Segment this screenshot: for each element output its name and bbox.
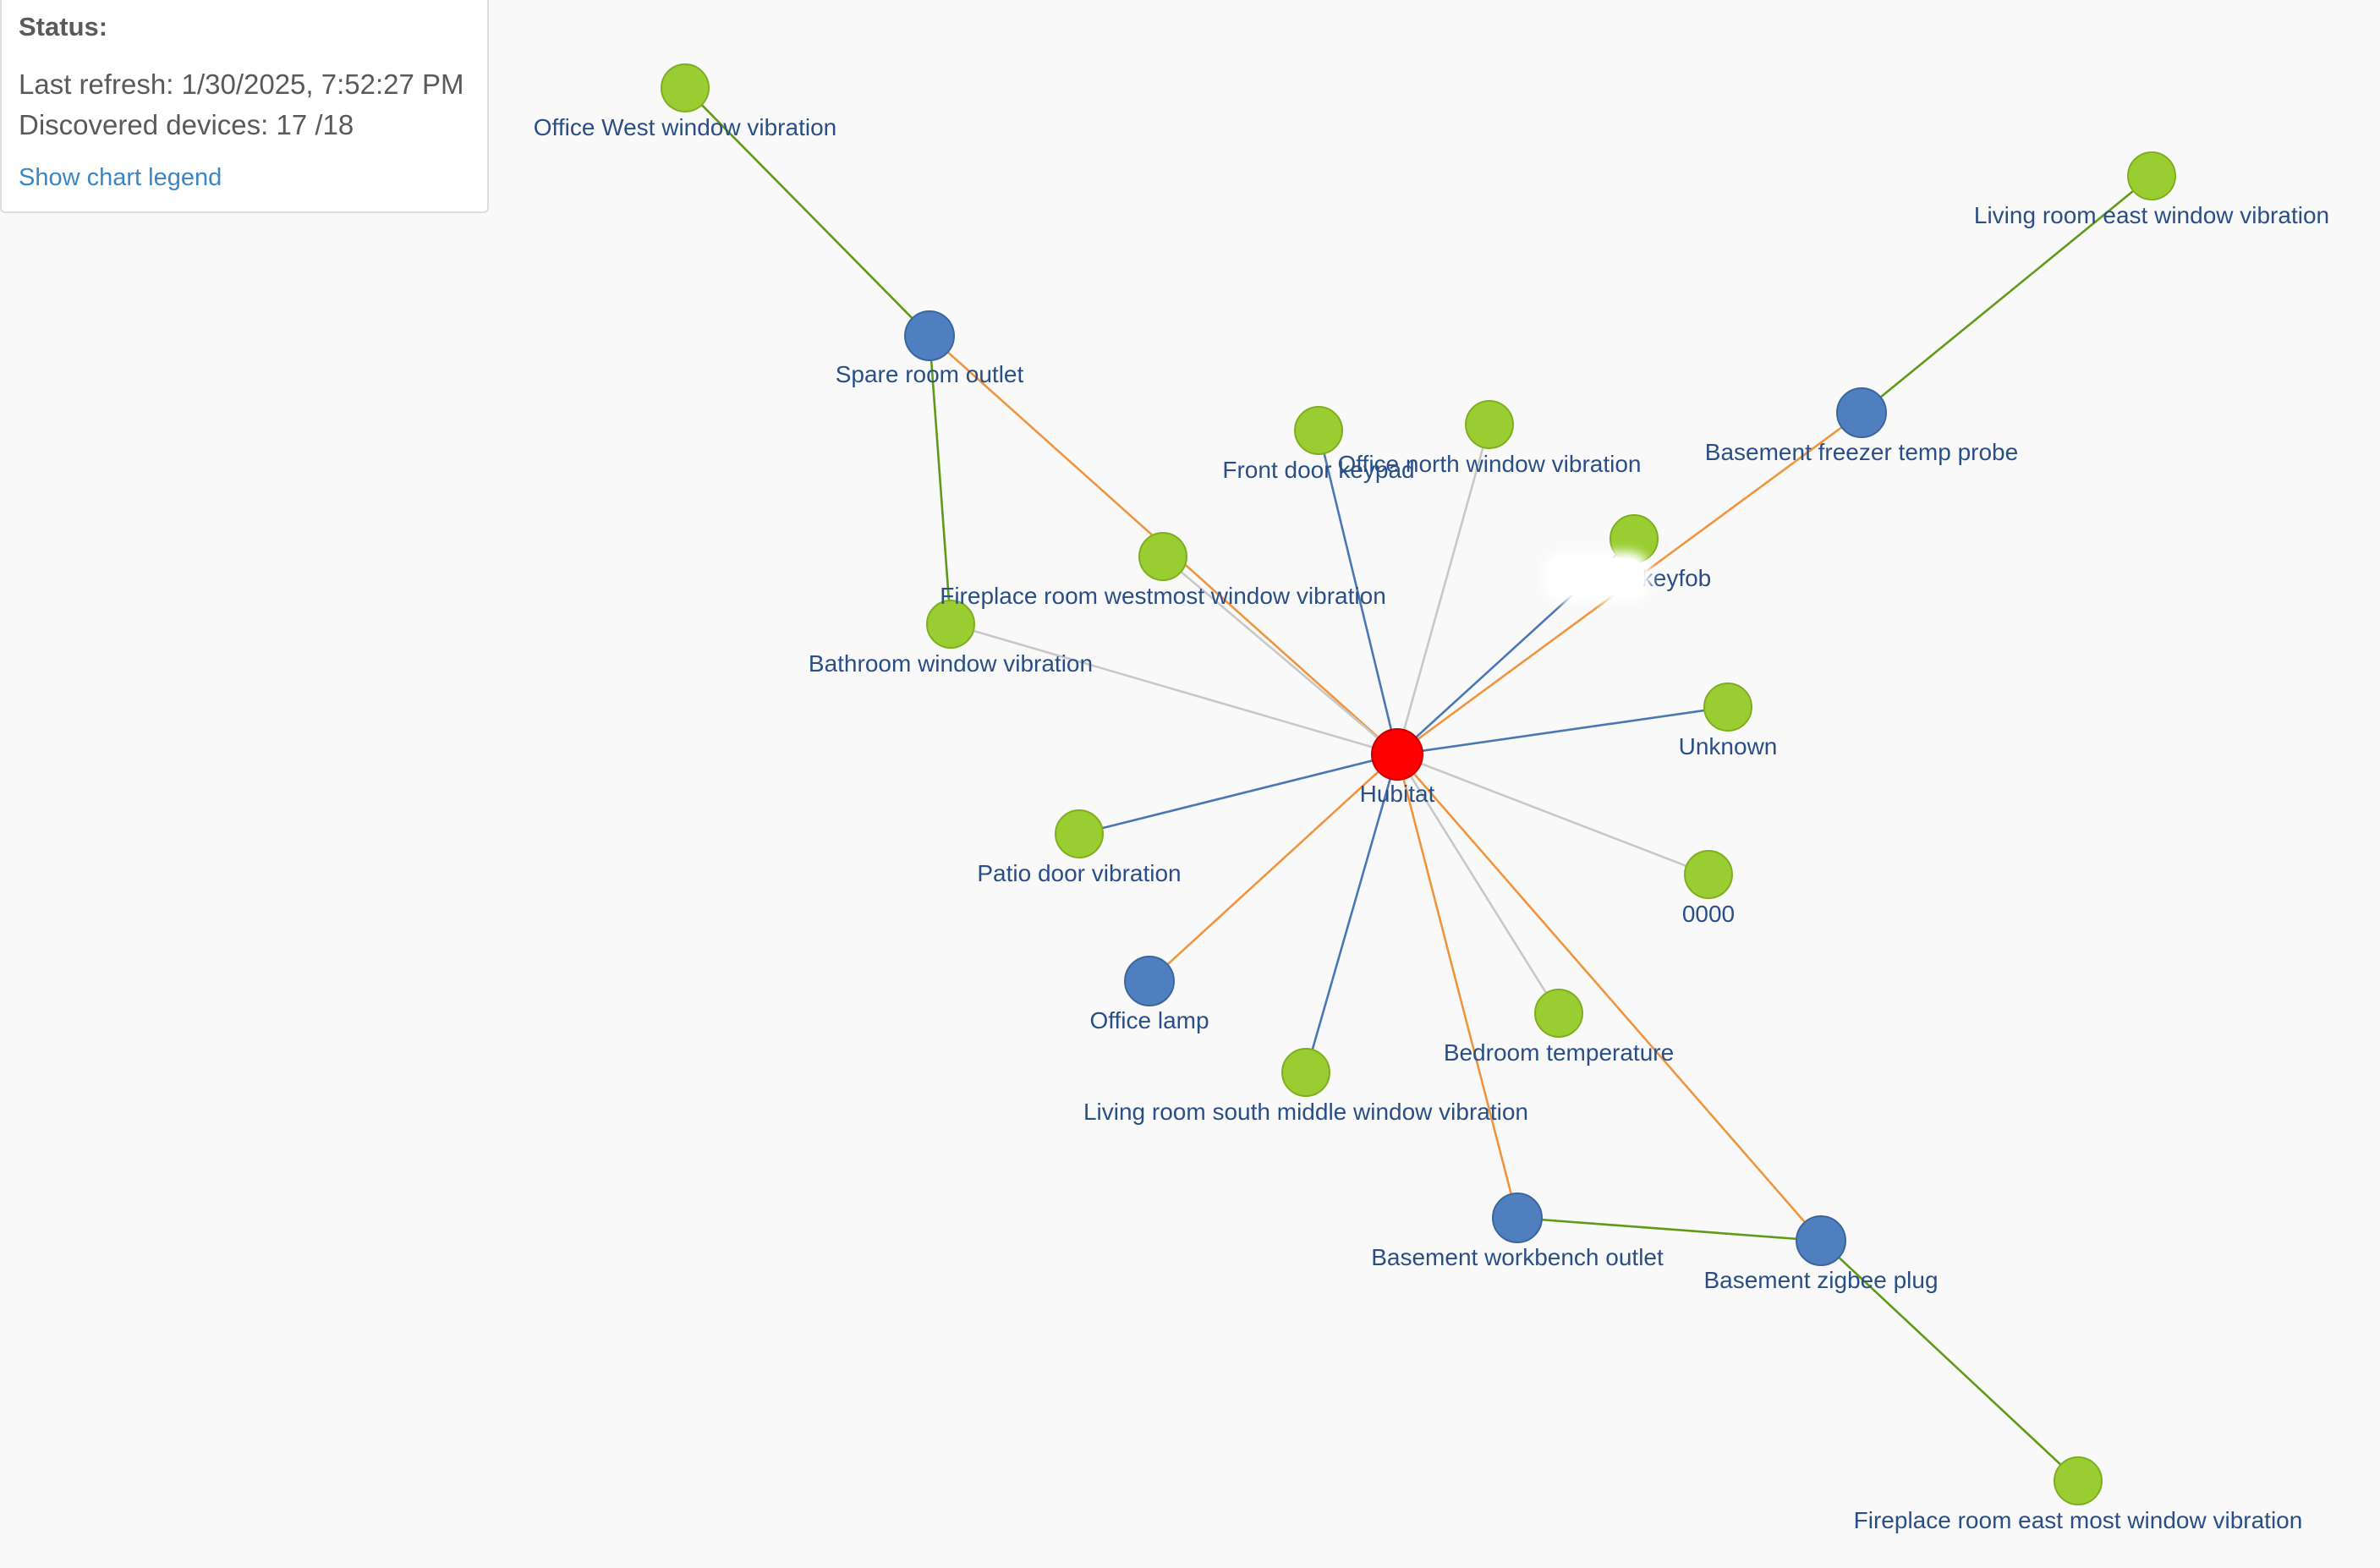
node-unknown[interactable]: [1703, 683, 1752, 732]
edge-hub-front-keypad: [1317, 430, 1399, 755]
node-patio[interactable]: [1055, 809, 1104, 858]
node-office-lamp[interactable]: [1124, 956, 1175, 1006]
node-label-freezer-probe: Basement freezer temp probe: [1705, 439, 2018, 465]
node-front-keypad[interactable]: [1294, 406, 1343, 455]
node-label-patio: Patio door vibration: [977, 860, 1181, 886]
node-zero[interactable]: [1684, 850, 1733, 899]
node-label-fireplace-west: Fireplace room westmost window vibration: [940, 583, 1386, 609]
node-workbench[interactable]: [1492, 1192, 1543, 1243]
node-label-unknown: Unknown: [1679, 733, 1778, 759]
node-fireplace-west[interactable]: [1138, 532, 1187, 581]
status-title: Status:: [19, 12, 108, 41]
node-label-front-keypad: Front door keypad: [1222, 457, 1414, 483]
node-label-workbench: Basement workbench outlet: [1371, 1244, 1664, 1270]
node-hub[interactable]: [1371, 728, 1423, 781]
node-label-zigbee-plug: Basement zigbee plug: [1703, 1267, 1938, 1293]
last-refresh-text: Last refresh: 1/30/2025, 7:52:27 PM: [19, 69, 464, 100]
edge-workbench-zigbee-plug: [1516, 1216, 1822, 1242]
node-label-office-west: Office West window vibration: [534, 114, 836, 140]
edge-layer: [684, 87, 2152, 1482]
node-label-hub: Hubitat: [1360, 781, 1435, 807]
edge-freezer-probe-living-east: [1861, 174, 2152, 414]
edge-hub-workbench: [1396, 754, 1519, 1219]
edge-hub-patio: [1078, 753, 1398, 836]
node-label-zero: 0000: [1682, 901, 1735, 927]
node-label-office-lamp: Office lamp: [1089, 1007, 1209, 1033]
edge-hub-unknown: [1396, 705, 1729, 756]
node-spare-outlet[interactable]: [904, 310, 955, 361]
edge-hub-zigbee-plug: [1396, 754, 1822, 1242]
label-layer: Hubitat Office West window vibrationSpare…: [534, 114, 2329, 1533]
edge-hub-bedroom-temp: [1396, 754, 1560, 1014]
node-office-west[interactable]: [661, 63, 710, 112]
show-chart-legend-link[interactable]: Show chart legend: [19, 164, 222, 191]
node-label-living-south: Living room south middle window vibratio…: [1083, 1099, 1528, 1125]
node-label-living-east: Living room east window vibration: [1974, 202, 2329, 228]
edge-spare-outlet-office-west: [684, 87, 930, 337]
edge-hub-fireplace-west: [1162, 556, 1398, 755]
status-panel: Status: Last refresh: 1/30/2025, 7:52:27…: [0, 0, 489, 213]
node-layer: [661, 63, 2176, 1505]
node-living-east[interactable]: [2127, 151, 2176, 200]
node-keyfob[interactable]: [1610, 514, 1659, 563]
edge-hub-bathroom: [950, 622, 1398, 756]
node-label-fireplace-east: Fireplace room east most window vibratio…: [1854, 1507, 2303, 1533]
edge-hub-zero: [1396, 753, 1709, 876]
node-freezer-probe[interactable]: [1836, 387, 1887, 438]
node-label-bedroom-temp: Bedroom temperature: [1444, 1039, 1674, 1066]
node-bedroom-temp[interactable]: [1534, 989, 1583, 1038]
edge-hub-living-south: [1304, 754, 1399, 1073]
node-fireplace-east[interactable]: [2054, 1456, 2103, 1505]
discovered-devices-text: Discovered devices: 17 /18: [19, 109, 354, 140]
node-bathroom[interactable]: [926, 600, 975, 649]
node-office-north[interactable]: [1465, 400, 1514, 449]
edge-hub-office-north: [1396, 424, 1491, 755]
edge-spare-outlet-bathroom: [928, 335, 952, 625]
node-label-office-north: Office north window vibration: [1338, 451, 1642, 477]
node-label-bathroom: Bathroom window vibration: [809, 650, 1093, 677]
node-label-spare-outlet: Spare room outlet: [836, 361, 1024, 387]
node-zigbee-plug[interactable]: [1796, 1215, 1846, 1266]
redaction-mark: [1549, 558, 1644, 595]
node-label-keyfob: keyfob: [1642, 565, 1712, 591]
edge-zigbee-plug-fireplace-east: [1820, 1240, 2079, 1482]
node-living-south[interactable]: [1281, 1048, 1330, 1097]
edge-hub-office-lamp: [1149, 754, 1398, 982]
